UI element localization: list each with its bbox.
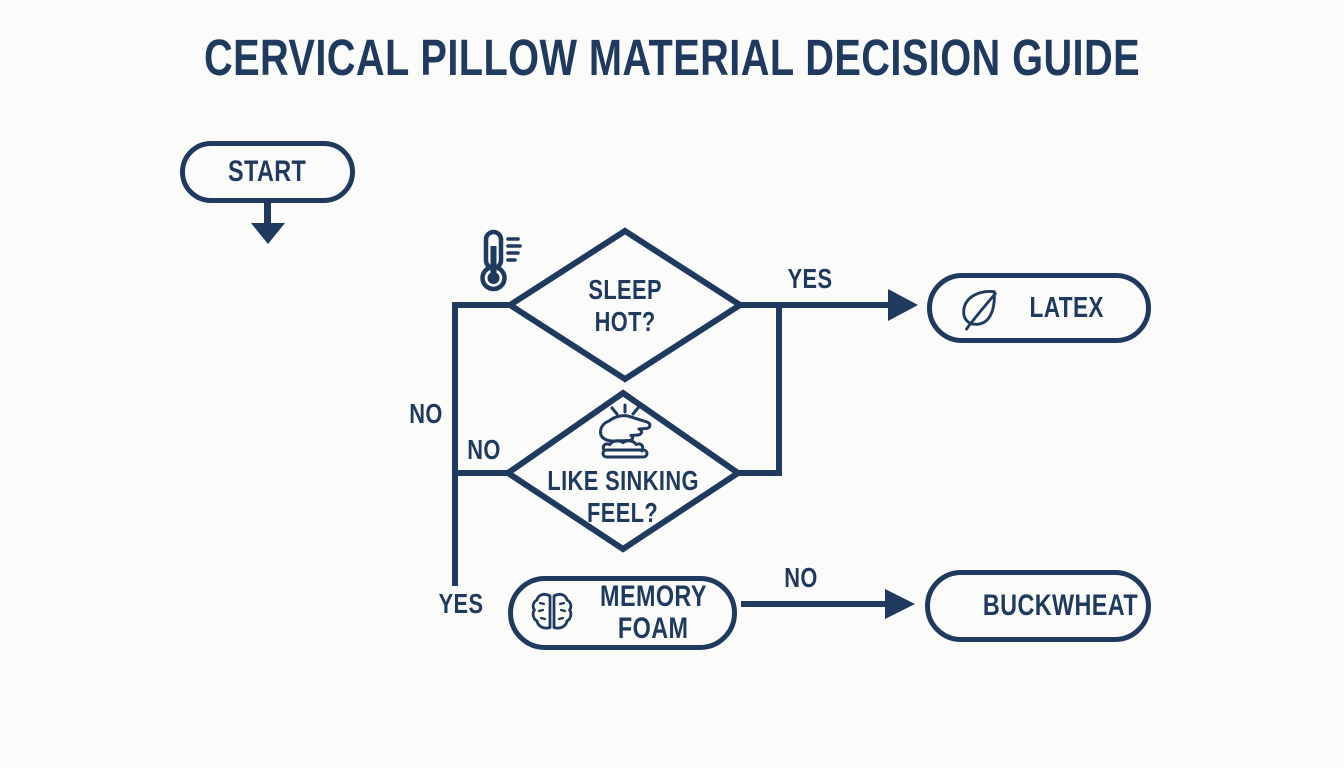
- decision-sleep-hot-text: SLEEP HOT?: [588, 274, 662, 337]
- decision-sinking-feel-text: LIKE SINKING FEEL?: [547, 465, 699, 528]
- connector-yes-horizontal: [738, 302, 890, 308]
- decision-sleep-hot: SLEEP HOT?: [506, 227, 744, 383]
- connector-sleephot-left-stub: [452, 302, 512, 308]
- connector-right-vertical: [776, 302, 782, 476]
- page-title: CERVICAL PILLOW MATERIAL DECISION GUIDE: [203, 29, 1141, 86]
- edge-label-no-bottom: NO: [784, 562, 818, 593]
- outcome-buckwheat: BUCKWHEAT: [925, 570, 1151, 642]
- outcome-latex: LATEX: [927, 273, 1151, 343]
- diamond-outline: [506, 227, 744, 383]
- connector-sinking-right-stub: [734, 470, 782, 476]
- edge-label-no-outer: NO: [409, 398, 443, 429]
- outcome-memory-foam: MEMORY FOAM: [508, 576, 737, 650]
- brain-icon: [531, 593, 573, 630]
- latex-label: LATEX: [1029, 291, 1104, 324]
- decision-sinking-feel: LIKE SINKING FEEL?: [504, 389, 742, 553]
- connector-sinking-left-stub: [452, 470, 510, 476]
- buckwheat-label: BUCKWHEAT: [982, 589, 1139, 622]
- leaf-icon: [962, 289, 997, 331]
- arrowhead-to-buckwheat: [885, 589, 915, 619]
- edge-label-yes-bottom: YES: [438, 588, 484, 619]
- start-node: START: [180, 141, 355, 203]
- edge-label-no-inner: NO: [467, 434, 501, 465]
- edge-label-yes-top: YES: [787, 263, 833, 294]
- arrowhead-to-latex: [888, 289, 918, 321]
- connector-no-vertical: [452, 302, 458, 586]
- diamond-outline: [504, 389, 742, 553]
- memory-foam-label: MEMORY FOAM: [600, 580, 707, 645]
- thermometer-icon: [480, 229, 522, 292]
- start-label: START: [228, 155, 307, 188]
- start-arrowhead: [251, 223, 285, 244]
- start-arrow-stem: [264, 201, 271, 225]
- hand-pressing-foam-icon: [599, 403, 652, 459]
- connector-memoryfoam-to-buckwheat: [741, 601, 887, 607]
